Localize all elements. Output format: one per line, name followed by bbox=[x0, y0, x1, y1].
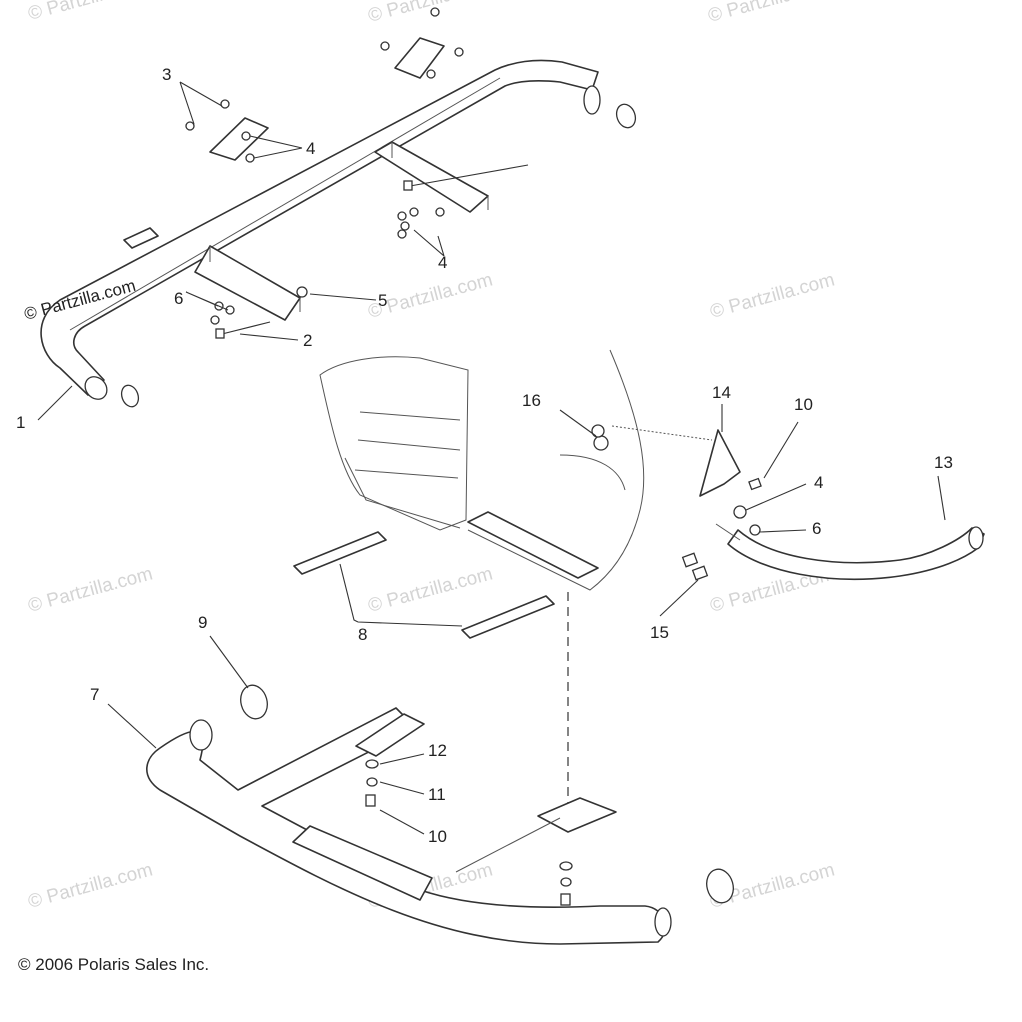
callout-labels: 1 2 3 4 4 4 5 6 6 7 8 9 10 10 11 12 13 1… bbox=[16, 65, 953, 846]
watermark: © Partzilla.com bbox=[708, 269, 837, 322]
washer bbox=[559, 861, 573, 906]
mounting-plate bbox=[461, 595, 555, 639]
callout-4: 4 bbox=[306, 139, 315, 158]
watermark: © Partzilla.com bbox=[26, 563, 155, 616]
mounting-bracket bbox=[194, 245, 301, 321]
mounting-bracket bbox=[374, 141, 489, 213]
callout-16: 16 bbox=[522, 391, 541, 410]
clamp-plate bbox=[209, 117, 269, 161]
end-plug bbox=[706, 868, 734, 904]
callout-1: 1 bbox=[16, 413, 25, 432]
callout-15: 15 bbox=[650, 623, 669, 642]
watermark: © Partzilla.com bbox=[706, 0, 835, 27]
watermark: © Partzilla.com bbox=[366, 0, 495, 27]
nut bbox=[591, 424, 609, 451]
washer bbox=[365, 759, 379, 807]
callout-7: 7 bbox=[90, 685, 99, 704]
lower-bracket bbox=[355, 713, 425, 757]
bolt bbox=[681, 552, 699, 568]
watermark: © Partzilla.com bbox=[26, 0, 155, 25]
bolt bbox=[691, 565, 709, 581]
side-bracket bbox=[699, 429, 741, 497]
vehicle-body bbox=[319, 349, 645, 591]
callout-10: 10 bbox=[428, 827, 447, 846]
clamp-plate bbox=[394, 37, 445, 79]
callout-11: 11 bbox=[428, 785, 446, 804]
leader-lines bbox=[37, 81, 946, 835]
callout-5: 5 bbox=[378, 291, 387, 310]
watermark: © Partzilla.com bbox=[366, 563, 495, 616]
washer bbox=[733, 505, 761, 536]
end-cap bbox=[120, 384, 140, 408]
label-plate bbox=[123, 227, 159, 249]
callout-10: 10 bbox=[794, 395, 813, 414]
callout-12: 12 bbox=[428, 741, 447, 760]
callout-14: 14 bbox=[712, 383, 731, 402]
copyright-notice: © 2006 Polaris Sales Inc. bbox=[18, 955, 210, 974]
alignment-line bbox=[611, 425, 713, 441]
callout-8: 8 bbox=[358, 625, 367, 644]
side-bumper-tube bbox=[715, 523, 985, 581]
callout-6: 6 bbox=[812, 519, 821, 538]
callout-2: 2 bbox=[303, 331, 312, 350]
callout-9: 9 bbox=[198, 613, 207, 632]
bolt bbox=[215, 321, 271, 339]
bolt bbox=[403, 164, 529, 191]
hardware-cluster bbox=[185, 7, 464, 325]
callout-4: 4 bbox=[814, 473, 823, 492]
end-cap bbox=[615, 103, 637, 129]
upper-bumper-tube bbox=[40, 59, 601, 400]
callout-3: 3 bbox=[162, 65, 171, 84]
end-plug bbox=[240, 684, 268, 720]
callout-4: 4 bbox=[438, 253, 447, 272]
watermark: © Partzilla.com bbox=[26, 859, 155, 912]
mounting-plate bbox=[293, 531, 387, 575]
callout-6: 6 bbox=[174, 289, 183, 308]
bolt bbox=[748, 477, 762, 491]
callout-13: 13 bbox=[934, 453, 953, 472]
lower-bumper bbox=[146, 707, 672, 945]
